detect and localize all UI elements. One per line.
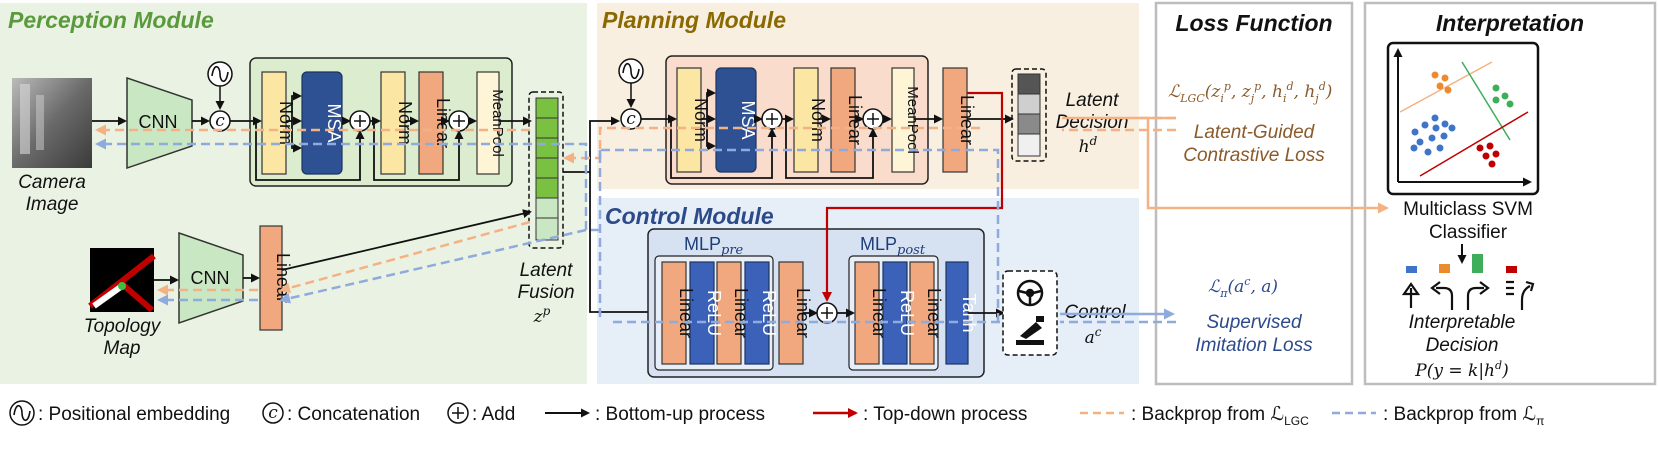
- maneuver-icons: [1401, 280, 1535, 310]
- latent-decision-frame: [1011, 68, 1047, 162]
- interp-decision-2: Decision: [1426, 335, 1499, 356]
- planning-norm-1: [676, 67, 702, 173]
- control-linear-mid: [778, 261, 804, 365]
- control-var: ac: [1085, 325, 1102, 348]
- svg-text:ReLU: ReLU: [759, 290, 779, 336]
- planning-norm-2: [793, 67, 819, 173]
- svg-text:Norm: Norm: [276, 101, 296, 145]
- decision-label-1: Latent: [1066, 90, 1120, 111]
- topology-map: [88, 248, 156, 313]
- topology-label-1: Topology: [84, 316, 162, 337]
- svg-text:MSA: MSA: [738, 100, 758, 139]
- top-down-arrow: [822, 91, 1004, 302]
- pi-label-1: Supervised: [1206, 312, 1302, 333]
- svg-text:MeanPool: MeanPool: [489, 89, 506, 157]
- svg-text:c: c: [268, 403, 278, 423]
- straight-arrow-icon: [1401, 282, 1421, 308]
- camera-label-1: Camera: [18, 172, 86, 193]
- svm-plot-frame: [1386, 41, 1540, 196]
- fusion-label-2: Fusion: [517, 282, 574, 303]
- mlp-post-label: MLPpost: [860, 234, 926, 258]
- legend-bp-lgc: : Backprop from ℒLGC: [1131, 404, 1309, 428]
- svg-text:Norm: Norm: [395, 101, 415, 145]
- camera-cnn: [126, 76, 193, 170]
- mlp-post-layers: [854, 261, 935, 365]
- perception-linear: [418, 71, 444, 175]
- perception-meanpool: [476, 71, 500, 175]
- perception-title: Perception Module: [8, 7, 214, 33]
- svg-text:Norm: Norm: [691, 98, 711, 142]
- perception-norm-1: [261, 71, 287, 175]
- turn-left-icon: [1430, 281, 1454, 310]
- topology-label-2: Map: [104, 338, 141, 359]
- mlp-pre-layers: [661, 261, 770, 365]
- svg-text:Linear: Linear: [924, 288, 944, 338]
- legend-concat: : Concatenation: [287, 404, 420, 425]
- steering-wheel-icon: [1016, 279, 1044, 307]
- legend-concat-icon: [262, 402, 284, 424]
- svg-text:CNN: CNN: [139, 112, 178, 132]
- svm-label-2: Classifier: [1429, 222, 1508, 243]
- svg-text:Linear: Linear: [869, 288, 889, 338]
- legend: : Positional embedding c : Concatenation…: [9, 400, 1544, 428]
- lane-change-icon: [1506, 280, 1535, 310]
- svg-text:ReLU: ReLU: [704, 290, 724, 336]
- svg-text:Linear: Linear: [273, 253, 293, 303]
- svg-text:MeanPool: MeanPool: [904, 86, 921, 154]
- svg-text:Linear: Linear: [731, 288, 751, 338]
- mlp-pre-label: MLPpre: [684, 234, 744, 258]
- legend-top-down: : Top-down process: [863, 404, 1027, 425]
- svm-label-1: Multiclass SVM: [1403, 199, 1533, 220]
- fusion-var: zp: [533, 304, 551, 327]
- topology-linear: [259, 225, 283, 331]
- planning-linear-1: [830, 67, 856, 173]
- latent-fusion-vector: [535, 97, 559, 241]
- svg-text:MSA: MSA: [324, 103, 344, 142]
- camera-label-2: Image: [26, 194, 79, 215]
- svg-text:Linear: Linear: [957, 95, 977, 145]
- legend-bp-pi: : Backprop from ℒπ: [1383, 404, 1544, 428]
- planning-meanpool: [891, 67, 915, 173]
- lgc-label-2: Contrastive Loss: [1183, 145, 1325, 166]
- loss-panel: [1154, 1, 1354, 386]
- svm-plot: [1393, 48, 1532, 187]
- planning-linear-2: [942, 67, 968, 173]
- loss-title: Loss Function: [1175, 10, 1332, 36]
- pi-formula: ℒπ(ac, a): [1208, 275, 1278, 300]
- lgc-formula: ℒLGC(zip, zjp, hid, hjd): [1168, 80, 1332, 105]
- control-output-frame: [1002, 270, 1058, 356]
- svm-link: [1062, 116, 1386, 208]
- decision-var: hd: [1079, 134, 1098, 157]
- interpretation-title: Interpretation: [1436, 10, 1584, 36]
- control-title: Control Module: [605, 203, 774, 229]
- svg-text:Linear: Linear: [676, 288, 696, 338]
- planning-title: Planning Module: [602, 7, 786, 33]
- lgc-label-1: Latent-Guided: [1194, 122, 1316, 143]
- pedal-icon: [1016, 316, 1044, 345]
- svg-text:Norm: Norm: [808, 98, 828, 142]
- svg-text:CNN: CNN: [191, 268, 230, 288]
- svg-text:c: c: [215, 111, 225, 131]
- fusion-label-1: Latent: [520, 260, 574, 281]
- turn-right-icon: [1466, 281, 1490, 310]
- interp-prob: P(y = k|hd): [1414, 359, 1508, 381]
- control-label: Control: [1064, 302, 1126, 323]
- latent-decision-vector: [1017, 73, 1041, 157]
- svg-text:ReLU: ReLU: [897, 290, 917, 336]
- svg-text:c: c: [626, 109, 636, 129]
- legend-bottom-up: : Bottom-up process: [595, 404, 765, 425]
- legend-add: : Add: [472, 404, 515, 425]
- svg-text:Linear: Linear: [845, 95, 865, 145]
- perception-norm-2: [380, 71, 406, 175]
- interp-decision-1: Interpretable: [1409, 312, 1516, 333]
- latent-fusion-frame: [528, 91, 564, 249]
- pi-label-2: Imitation Loss: [1195, 335, 1313, 356]
- legend-positional: : Positional embedding: [38, 404, 230, 425]
- decision-distribution: [1406, 254, 1517, 273]
